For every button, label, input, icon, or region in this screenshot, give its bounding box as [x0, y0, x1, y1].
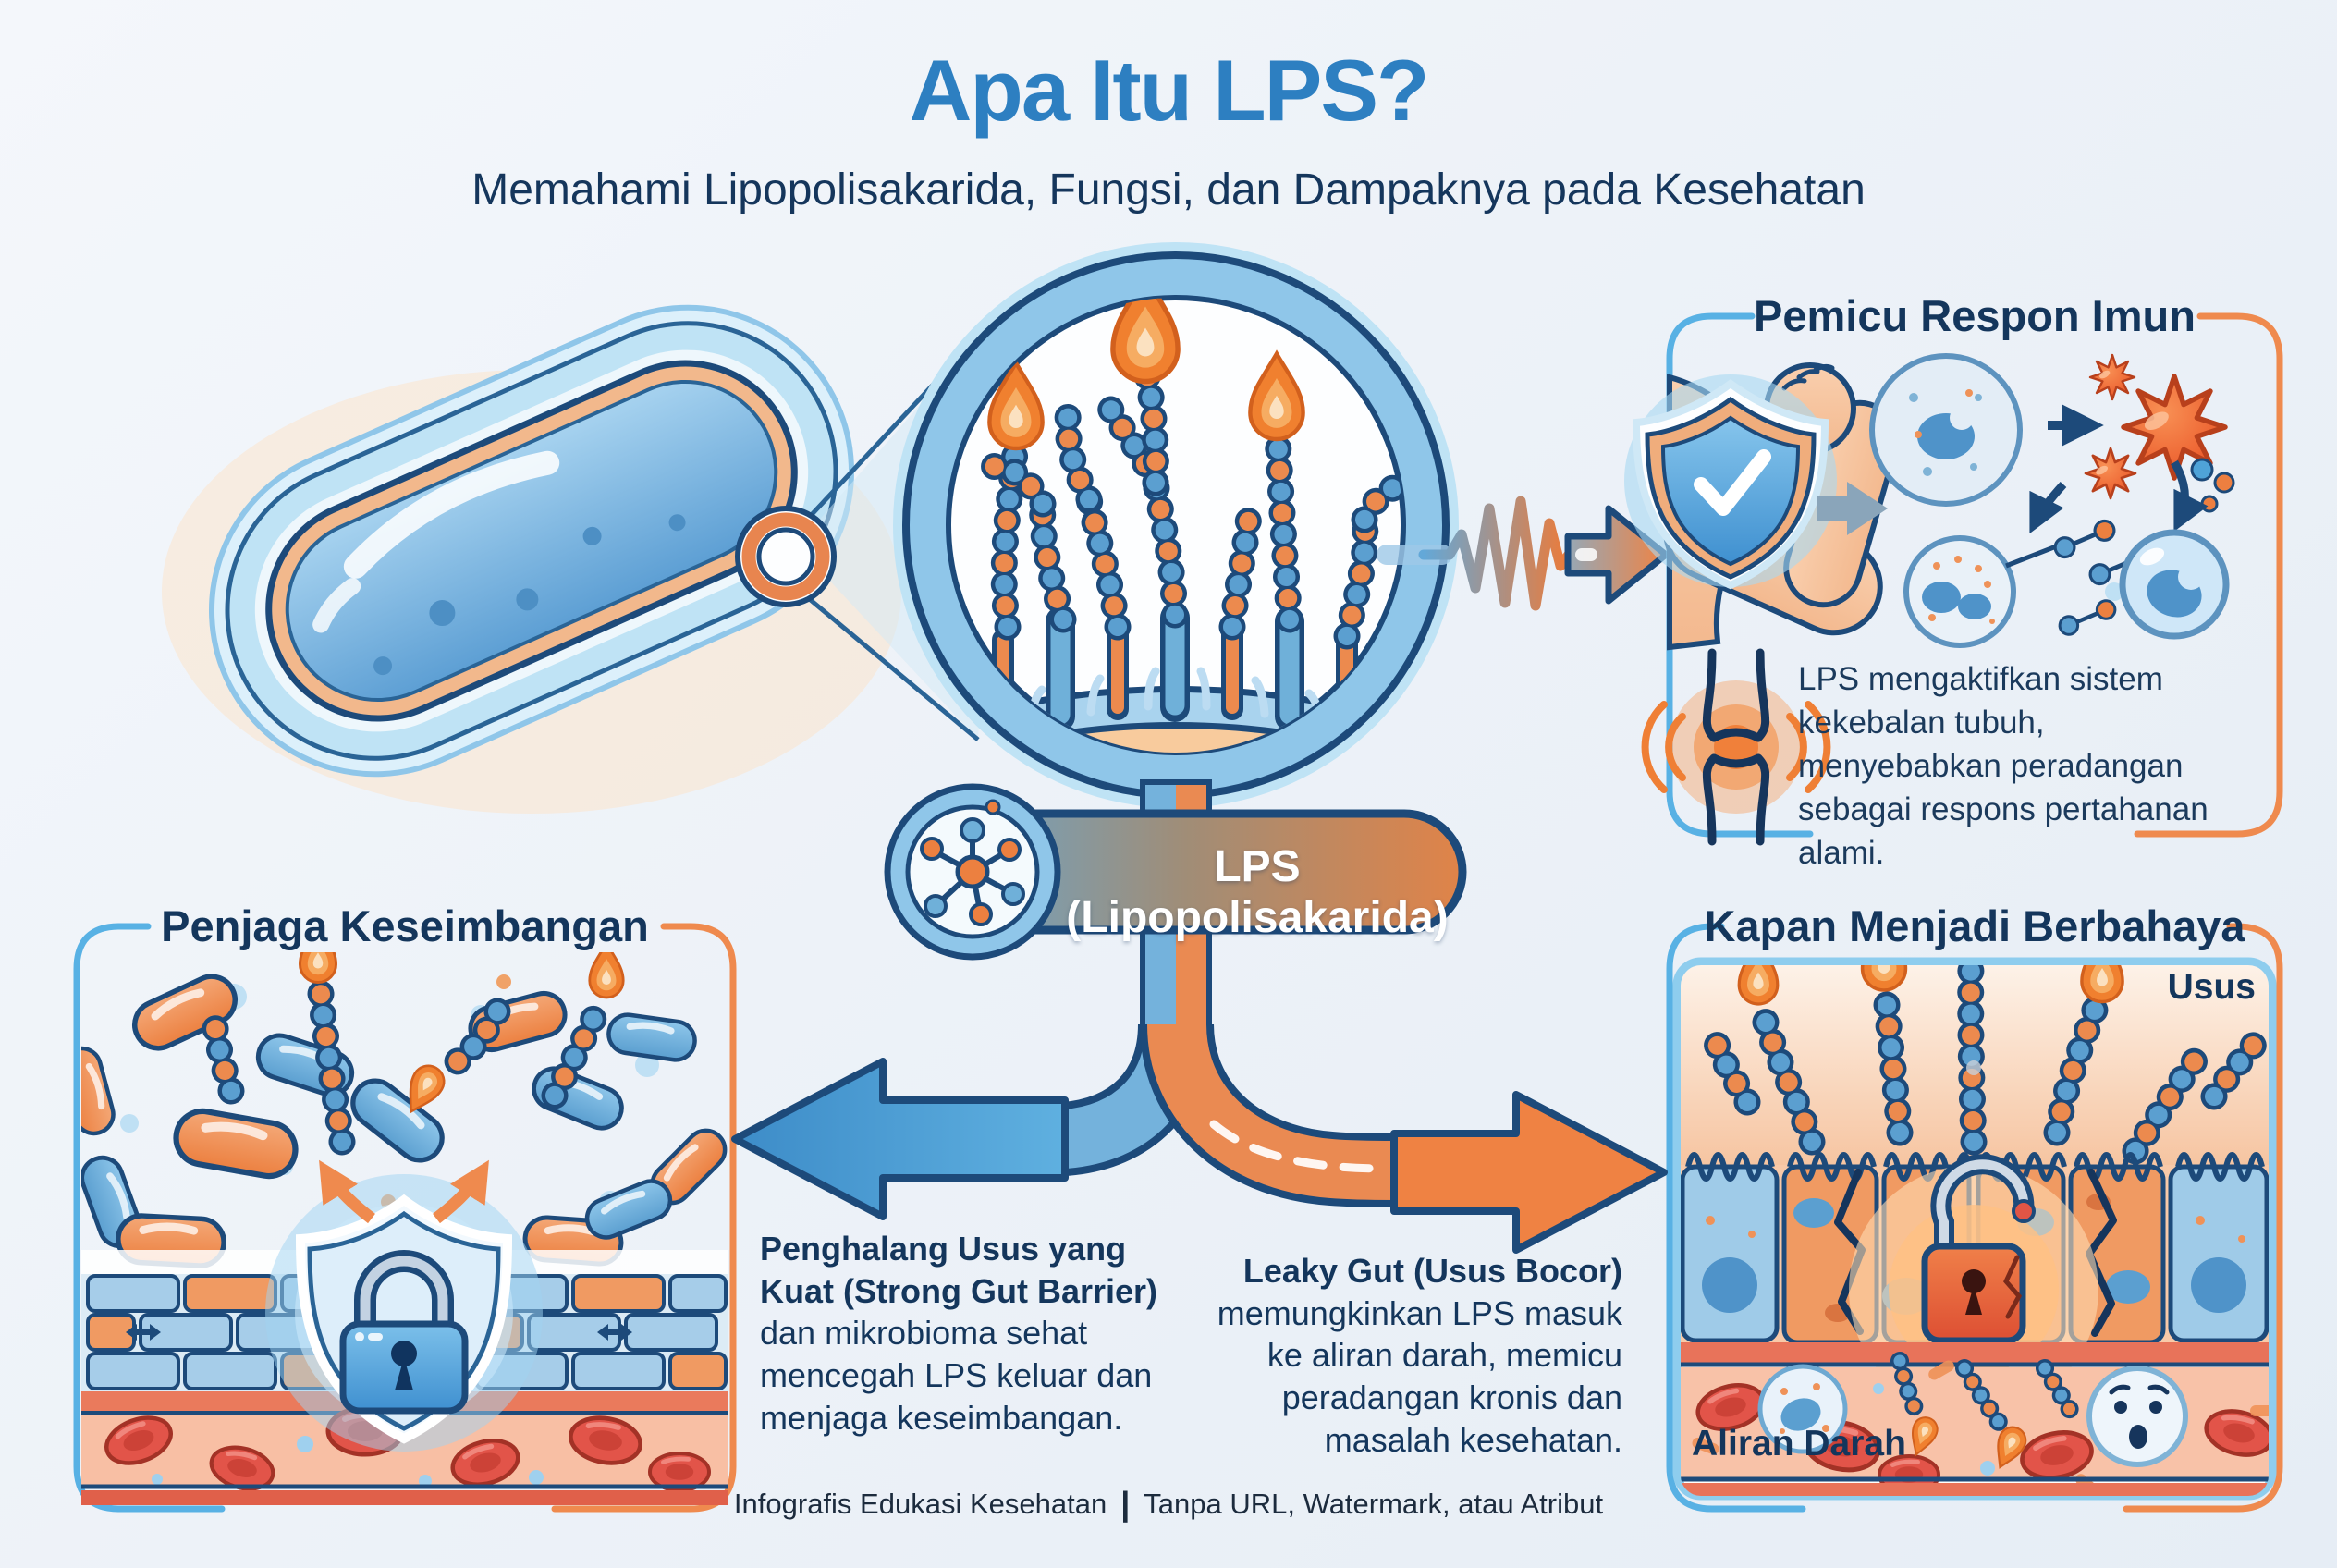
leaky-gut-arrow	[1390, 1091, 1668, 1254]
lps-molecule-icon	[920, 799, 1025, 926]
section-title-balance: Penjaga Keseimbangan	[161, 901, 649, 950]
footer-right: Tanpa URL, Watermark, atau Atribut	[1144, 1488, 1604, 1520]
balance-panel-border-right	[551, 923, 737, 1513]
page-title: Apa Itu LPS?	[909, 42, 1430, 139]
cytokine-star-icon	[2084, 447, 2137, 500]
lps-pill	[884, 783, 1467, 961]
escaping-lps-chains	[1716, 965, 2254, 1151]
ecg-zigzag-icon	[1418, 496, 1577, 611]
flame-icon	[588, 952, 625, 999]
balance-panel-border-left	[73, 923, 226, 1513]
shield-lock-icon	[265, 1174, 543, 1452]
flow-pipes	[731, 779, 1668, 1254]
gut-label: Usus	[2167, 967, 2256, 1007]
macrophage-icon	[1869, 353, 2023, 507]
footer-left: Infografis Edukasi Kesehatan	[733, 1488, 1107, 1520]
shield-check-icon	[1624, 374, 1837, 590]
section-title-danger: Kapan Menjadi Berbahaya	[1704, 901, 2245, 950]
lymphocyte-icon	[2119, 529, 2230, 640]
bloodstream-illustration	[1681, 1342, 2269, 1496]
differentiation-arrow-icon	[2029, 481, 2067, 534]
strong-barrier-arrow	[731, 1058, 1069, 1220]
granulocyte-icon	[1903, 535, 2016, 648]
deflect-arrow-icon	[433, 1159, 489, 1224]
danger-panel-border-left	[1666, 923, 1806, 1513]
strong-barrier-note-bold: Penghalang Usus yang Kuat (Strong Gut Ba…	[760, 1230, 1158, 1310]
magnifier-lens-icon	[893, 242, 1459, 808]
panel-borders	[73, 312, 2283, 1513]
membrane-marker-ring-icon	[735, 506, 837, 607]
tight-junction-icon	[126, 1324, 161, 1341]
balance-panel-illustration	[81, 952, 728, 1505]
section-title-immune: Pemicu Respon Imun	[1754, 291, 2196, 340]
padlock-closed-icon	[339, 1250, 469, 1415]
deflect-arrow-icon	[319, 1159, 375, 1224]
cytokine-star-icon	[2088, 353, 2136, 401]
immune-cell-icon	[1757, 1364, 1848, 1454]
differentiation-arrow-icon	[2171, 459, 2209, 533]
trigger-arrow-icon	[1564, 505, 1670, 605]
leaky-gut-note-bold: Leaky Gut (Usus Bocor)	[1242, 1252, 1622, 1290]
signal-connector	[1377, 496, 1670, 611]
leaky-gut-note-text: memungkinkan LPS masuk ke aliran darah, …	[1217, 1293, 1622, 1459]
process-arrow-icon	[1817, 482, 1888, 535]
bloodstream-label: Aliran Darah	[1692, 1424, 1906, 1464]
footer: Infografis Edukasi Kesehatan | Tanpa URL, …	[0, 1485, 2337, 1524]
leaky-gut-note: Leaky Gut (Usus Bocor) memungkinkan LPS …	[1202, 1250, 1622, 1462]
danger-panel-border-right	[2123, 923, 2283, 1513]
lps-fragment-icon	[2059, 594, 2116, 641]
immune-description: LPS mengaktifkan sistem kekebalan tubuh,…	[1798, 661, 2209, 871]
strong-barrier-note: Penghalang Usus yang Kuat (Strong Gut Ba…	[760, 1228, 1176, 1439]
tight-junction-icon	[597, 1324, 632, 1341]
immune-panel-illustration	[1624, 353, 2235, 846]
lps-fragment-icon	[2054, 515, 2115, 564]
footer-separator: |	[1120, 1485, 1131, 1523]
page-subtitle: Memahami Lipopolisakarida, Fungsi, dan D…	[471, 165, 1866, 214]
worried-cell-icon	[1873, 1366, 2188, 1476]
lps-pill-label: LPS (Lipopolisakarida)	[1066, 842, 1449, 942]
strong-barrier-note-text: dan mikrobioma sehat mencegah LPS keluar…	[760, 1314, 1153, 1437]
joint-inflammation-icon	[1641, 648, 1831, 846]
danger-panel-illustration	[1681, 965, 2269, 1496]
immune-panel-border-right	[2134, 312, 2283, 838]
bacterium-illustration	[162, 304, 1006, 814]
